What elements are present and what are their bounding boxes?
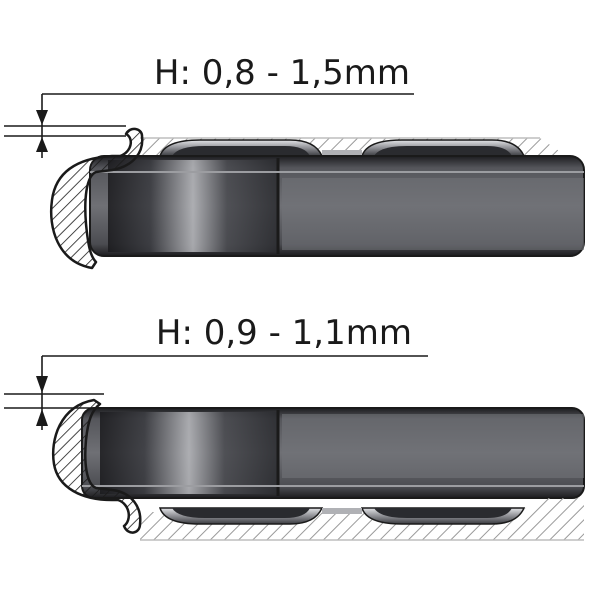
dimension-marker-top	[4, 93, 414, 158]
camera-lens-4	[360, 507, 526, 525]
dimension-marker-bottom	[4, 355, 428, 430]
camera-lens-1	[158, 139, 324, 157]
case-profile-top	[49, 127, 144, 270]
bottom-diagram: H: 0,9 - 1,1mm	[4, 313, 585, 541]
height-label-top: H: 0,8 - 1,5mm	[154, 53, 410, 93]
surface-hatch-bottom	[140, 498, 584, 540]
case-profile-bottom	[51, 398, 142, 534]
height-label-bottom: H: 0,9 - 1,1mm	[156, 313, 412, 353]
camera-lens-3	[158, 507, 324, 525]
top-diagram: H: 0,8 - 1,5mm	[4, 53, 585, 270]
phone-body-bottom	[81, 407, 585, 499]
camera-lens-2	[360, 139, 526, 157]
phone-body-top	[89, 155, 585, 257]
